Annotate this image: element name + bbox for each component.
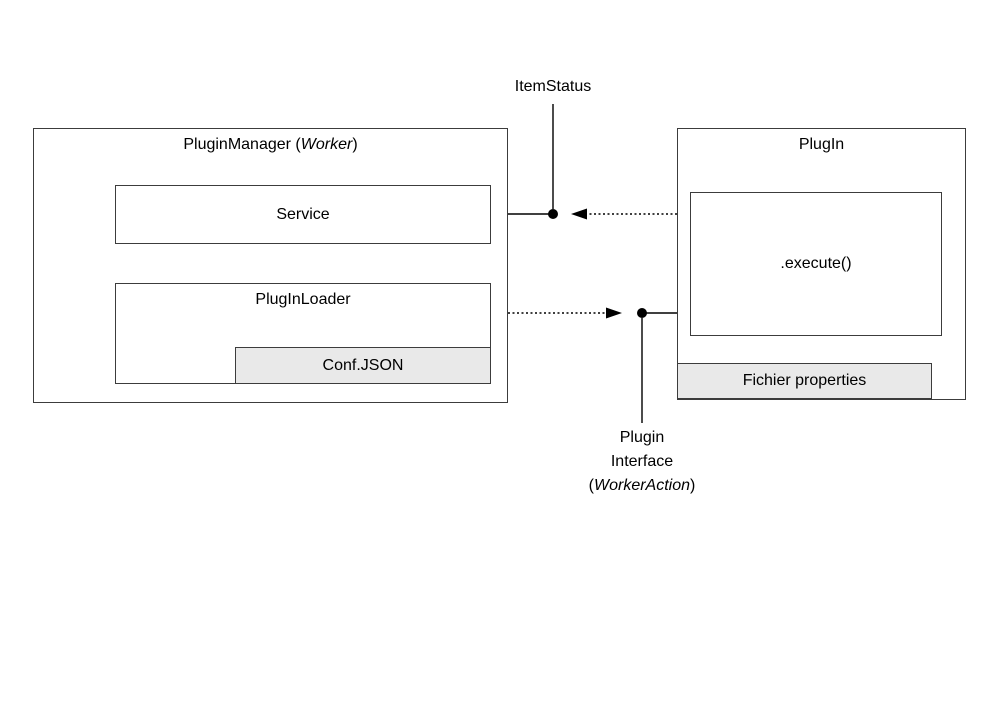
- conf-json-label: Conf.JSON: [322, 356, 404, 374]
- execute-label: .execute(): [780, 255, 852, 272]
- item-status-label: ItemStatus: [514, 78, 592, 95]
- conf-json-box: Conf.JSON: [235, 347, 491, 384]
- left-arrowhead-icon: [571, 208, 587, 220]
- bottom-junction-dot: [637, 308, 647, 318]
- plugin-manager-title-prefix: PluginManager (: [183, 136, 301, 153]
- service-label: Service: [276, 205, 330, 223]
- plugin-interface-line3-prefix: (: [588, 477, 594, 494]
- plugin-loader-label: PlugInLoader: [255, 291, 351, 308]
- plugin-interface-line3-suffix: ): [690, 477, 696, 494]
- plugin-manager-title: PluginManager (Worker): [34, 136, 507, 154]
- fichier-properties-label: Fichier properties: [742, 372, 867, 389]
- fichier-properties-box: Fichier properties: [677, 363, 932, 399]
- plugin-manager-title-suffix: ): [352, 136, 358, 153]
- plugin-interface-label-line3: (WorkerAction): [589, 474, 696, 498]
- plugin-interface-label: Plugin Interface (WorkerAction): [589, 426, 696, 498]
- execute-box: .execute(): [690, 192, 942, 336]
- plugin-interface-label-line2: Interface: [610, 453, 674, 470]
- service-box: Service: [115, 185, 491, 244]
- plugin-interface-label-line1: Plugin: [619, 429, 665, 446]
- top-junction-dot: [548, 209, 558, 219]
- right-arrowhead-icon: [606, 307, 622, 319]
- plugin-interface-line3-italic: WorkerAction: [593, 477, 691, 494]
- plugin-title: PlugIn: [798, 136, 845, 153]
- plugin-manager-title-italic: Worker: [300, 136, 353, 153]
